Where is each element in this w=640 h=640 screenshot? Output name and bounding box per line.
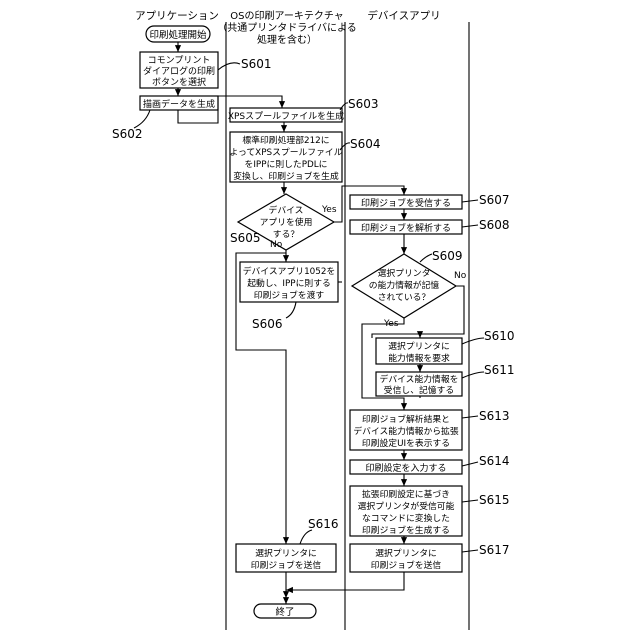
step-s615-line3: なコマンドに変換した [362,512,450,524]
leader-s613 [462,416,478,418]
leader-s608 [462,225,478,227]
decision-s605-line3: する？ [273,229,299,240]
step-s601-line3: ボタンを選択 [152,76,206,88]
step-s604-line1: 標準印刷処理部212に [242,134,329,146]
step-s615-line1: 拡張印刷設定に基づき [362,488,450,500]
leader-s611 [462,372,484,378]
branch-s605-no: No [270,240,283,250]
step-s602-label: 描画データを生成 [143,98,215,110]
decision-s609-line3: されている？ [378,292,431,303]
step-s616-line2: 印刷ジョブを送信 [251,559,322,571]
decision-s609-line1: 選択プリンタ [378,267,431,279]
ref-s613: S613 [479,409,510,423]
branch-s609-no: No [454,271,467,281]
end-label: 終了 [275,606,294,618]
lane-header-device: デバイスアプリ [367,9,440,22]
step-s614-label: 印刷設定を入力する [365,462,446,474]
lane-header-app: アプリケーション [135,10,219,22]
step-s606-line1: デバイスアプリ1052を [243,265,336,277]
lane-header-os-2: （共通プリンタドライバによる [217,22,357,34]
ref-s608: S608 [479,218,510,232]
step-s607-label: 印刷ジョブを受信する [361,197,451,209]
step-s603-label: XPSスプールファイルを生成 [228,110,344,122]
leader-s610 [462,338,484,344]
ref-s609: S609 [432,249,463,263]
step-s608-label: 印刷ジョブを解析する [361,222,451,234]
step-s610-line1: 選択プリンタに [388,340,450,352]
lane-header-os-1: OSの印刷アーキテクチャ [230,10,344,22]
leader-s609 [420,254,432,262]
decision-s605-line2: アプリを使用 [260,216,313,228]
start-label: 印刷処理開始 [149,29,207,41]
step-s613-line2: デバイス能力情報から拡張 [353,425,459,437]
ref-s614: S614 [479,454,510,468]
leader-s616 [300,530,312,544]
step-s606-line3: 印刷ジョブを渡す [254,289,325,301]
step-s617-line1: 選択プリンタに [375,547,437,559]
ref-s617: S617 [479,543,510,557]
step-s611-line2: 受信し、記憶する [384,384,454,396]
decision-s609-line2: の能力情報が記憶 [369,279,440,291]
ref-s605: S605 [230,231,261,245]
step-s611-line1: デバイス能力情報を [380,373,459,385]
step-s613-line1: 印刷ジョブ解析結果と [362,413,450,425]
decision-s605-line1: デバイス [269,204,304,216]
step-s606-line2: 起動し、IPPに則する [247,278,331,289]
leader-s606 [286,302,296,318]
step-s604-line2: よってXPSスプールファイル [230,147,343,158]
step-s616-line1: 選択プリンタに [255,547,317,559]
step-s604-line3: をIPPに則したPDLに [245,159,328,170]
step-s615-line2: 選択プリンタが受信可能 [358,500,455,512]
leader-s607 [462,200,478,202]
step-s601-line2: ダイアログの印刷 [143,65,215,77]
step-s613-line3: 印刷設定UIを表示する [362,437,450,449]
step-s617-line2: 印刷ジョブを送信 [371,559,442,571]
leader-s615 [462,500,478,502]
ref-s604: S604 [350,137,381,151]
ref-s616: S616 [308,517,339,531]
lane-header-os-3: 処理を含む） [257,33,317,46]
leader-s601 [218,63,240,70]
step-s604-line4: 変換し、印刷ジョブを生成 [233,170,339,182]
step-s615-line4: 印刷ジョブを生成する [362,524,450,536]
leader-s614 [462,462,478,466]
ref-s610: S610 [484,329,515,343]
leader-s602 [134,110,150,128]
ref-s607: S607 [479,193,510,207]
ref-s602: S602 [112,127,143,141]
step-s601-line1: コモンプリント [148,55,211,66]
ref-s601: S601 [241,57,272,71]
ref-s606: S606 [252,317,283,331]
ref-s611: S611 [484,363,515,377]
ref-s615: S615 [479,493,510,507]
leader-s617 [462,550,478,552]
branch-s605-yes: Yes [321,205,337,215]
leader-s603 [340,103,348,110]
ref-s603: S603 [348,97,379,111]
step-s610-line2: 能力情報を要求 [388,352,450,364]
